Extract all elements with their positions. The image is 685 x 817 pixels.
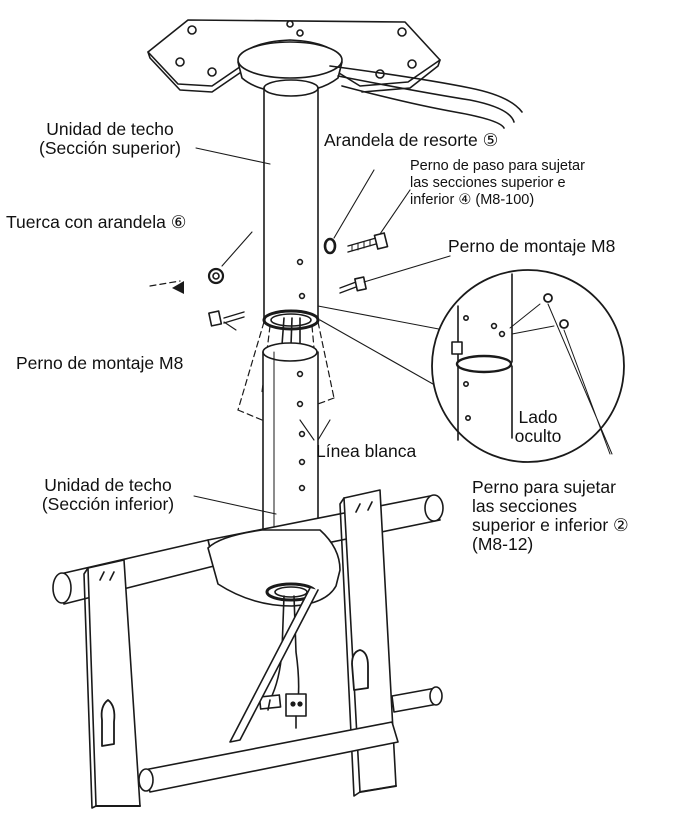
hardware [207, 232, 389, 327]
ceiling-upper-label: Unidad de techo (Sección superior) [20, 120, 200, 158]
hidden-side-line2: oculto [514, 426, 562, 446]
fix-bolt-label: Perno para sujetar las secciones superio… [472, 478, 629, 554]
leader-lines [193, 147, 451, 515]
ceiling-upper-line2: (Sección superior) [39, 138, 181, 158]
ceiling-upper-line1: Unidad de techo [46, 119, 174, 139]
mount-bolt-left-icon [223, 311, 245, 324]
ceiling-plate [147, 19, 441, 93]
ceiling-lower-line2: (Sección inferior) [41, 494, 175, 514]
fix-bolt-line3: superior e inferior ② [472, 515, 629, 535]
upper-pipe [262, 79, 320, 373]
fix-bolt-line1: Perno para sujetar [472, 477, 616, 497]
through-bolt-icon [347, 237, 377, 253]
through-bolt-line2: las secciones superior e [410, 175, 566, 191]
nut-washer-label: Tuerca con arandela ⑥ [6, 212, 187, 232]
bolt-direction-arrow [172, 281, 184, 294]
hidden-side-line1: Lado [518, 407, 558, 427]
through-bolt-label: Perno de paso para sujetar las secciones… [410, 158, 585, 209]
mount-bolt-left-label: Perno de montaje M8 [16, 353, 184, 373]
white-line-label: Línea blanca [316, 441, 417, 461]
mount-bolt-right-icon [339, 281, 357, 294]
through-bolt-line3: inferior ④ (M8-100) [410, 192, 535, 208]
mount-bolt-right-label: Perno de montaje M8 [448, 236, 616, 256]
through-bolt-line1: Perno de paso para sujetar [410, 158, 585, 174]
fix-bolt-line4: (M8-12) [472, 534, 534, 554]
fix-bolt-line2: las secciones [472, 496, 578, 516]
lower-pipe [262, 342, 319, 541]
ceiling-cables [329, 65, 523, 129]
detail-magnifier [431, 269, 625, 463]
ceiling-lower-line1: Unidad de techo [44, 475, 172, 495]
ceiling-lower-label: Unidad de techo (Sección inferior) [18, 476, 198, 514]
hidden-side-label: Lado oculto [508, 408, 568, 446]
lower-bracket-frame [52, 489, 444, 809]
spring-washer-label: Arandela de resorte ⑤ [324, 130, 499, 150]
spring-washer-icon [323, 237, 337, 255]
